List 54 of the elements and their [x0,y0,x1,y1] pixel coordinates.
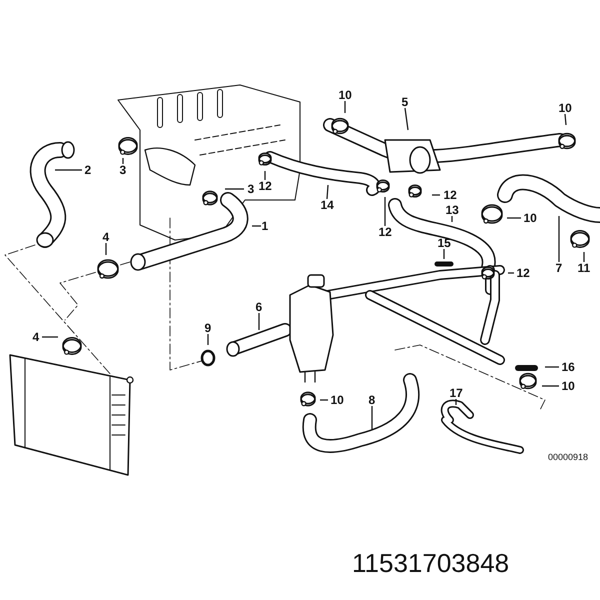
leader-line [542,385,559,387]
callout-number: 10 [338,89,352,101]
part-number: 11531703848 [352,548,510,579]
leader-line [404,108,409,130]
callout-number: 11 [578,262,590,274]
callout-number: 10 [558,102,572,114]
leader-line [564,114,567,126]
leader-line [432,194,440,196]
leader-line [207,334,209,345]
callout-number: 7 [556,262,562,274]
leader-line [344,101,346,113]
leader-line [105,243,107,255]
callout-number: 10 [330,394,344,406]
callout-number: 9 [204,322,212,334]
callout-number: 15 [438,237,451,249]
leader-line [371,406,373,430]
leader-line [455,399,457,405]
leader-line [583,252,585,262]
leader-line [326,184,329,200]
callout-number: 4 [32,331,40,343]
leader-line [122,158,124,164]
callout-number: 10 [524,212,537,224]
callout-number: 3 [248,183,254,195]
callout-number: 2 [84,164,92,176]
leader-line [508,272,514,274]
callout-number: 14 [320,199,334,211]
leader-line [558,216,560,262]
leader-line [264,171,266,180]
drawing-number: 00000918 [548,452,588,462]
leader-line [320,399,328,401]
callout-number: 10 [562,380,575,392]
leader-line [384,197,386,226]
callout-number: 16 [562,361,575,373]
callout-number: 4 [102,231,110,243]
leader-line [451,216,453,222]
callout-number: 1 [262,220,268,232]
leader-line [252,225,261,227]
leader-line [225,188,244,190]
leader-line [507,217,521,219]
callout-number: 12 [378,226,392,238]
callout-number: 3 [120,164,126,176]
callout-number: 12 [444,189,457,201]
leader-line [258,313,260,330]
callout-number: 8 [368,394,376,406]
callout-number: 5 [402,96,408,108]
leader-line [545,366,559,368]
leader-line [42,336,58,338]
leader-line [443,249,445,259]
leader-line [55,169,82,171]
callout-number: 17 [450,387,463,399]
callout-number: 12 [258,180,272,192]
callout-number: 6 [256,301,262,313]
callout-number: 12 [516,267,530,279]
callout-number: 13 [446,204,459,216]
